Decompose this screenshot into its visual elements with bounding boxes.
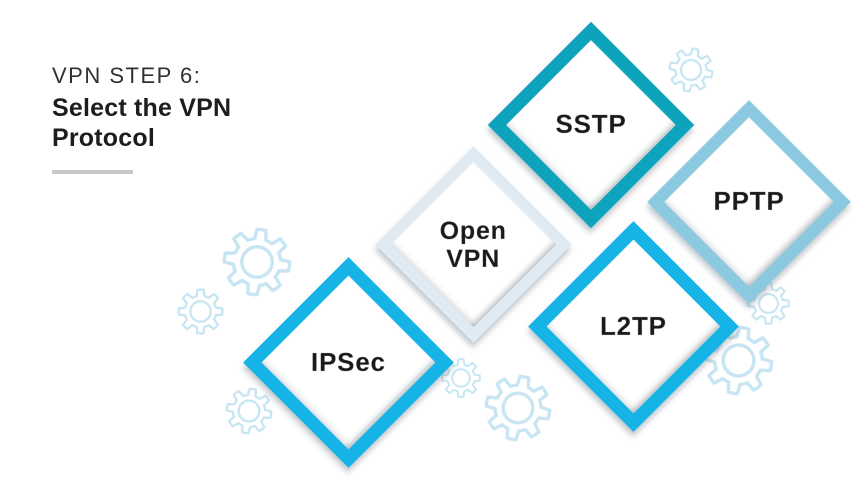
step-label: VPN STEP 6: (52, 63, 202, 88)
title-underline (52, 169, 133, 174)
diamond-label-pptp: PPTP (713, 186, 785, 217)
gear-icon (214, 219, 300, 305)
diamond-label-sstp: SSTP (555, 109, 627, 140)
diamond-label-openvpn: Open VPN (439, 216, 508, 273)
diamond-label-ipsec: IPSec (311, 346, 386, 377)
diamond-label-l2tp: L2TP (600, 310, 667, 341)
gear-icon (175, 286, 226, 337)
gear-icon (474, 364, 562, 452)
title-block: VPN STEP 6: Select the VPN Protocol (52, 62, 282, 174)
page-title: Select the VPN Protocol (52, 93, 232, 153)
gear-icon (661, 40, 720, 99)
